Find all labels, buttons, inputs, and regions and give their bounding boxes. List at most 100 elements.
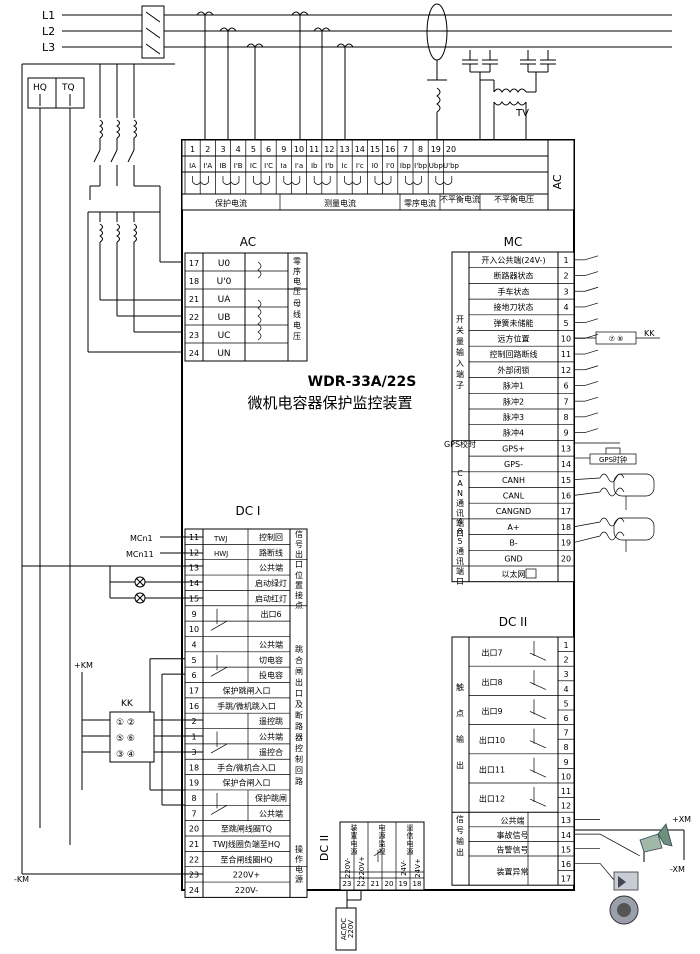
mc-row-num: 10 (561, 335, 571, 344)
dc1-row-label: TWJ线圈负端至HQ (212, 839, 280, 849)
ac-top-terminal-label: I'bp (414, 162, 427, 170)
ac-top-terminal-num: 10 (294, 145, 304, 154)
dc1-row-label: 220V+ (233, 871, 260, 880)
mc-row-label: 脉冲2 (503, 396, 524, 406)
mc-group-gps: GPS校时 (444, 439, 476, 449)
mc-kk-contacts: ⑦ ⑧ (609, 335, 624, 343)
relay-contact-icon (529, 757, 547, 778)
ac-top-terminal-num: 9 (281, 145, 286, 154)
mc-row-label: 脉冲1 (503, 381, 524, 391)
ac-left-terminal-num: 23 (189, 331, 199, 340)
dc2-group-contact: 触点输出 (456, 682, 464, 770)
ac-top-terminal-label: I'A (203, 162, 212, 170)
dc2-group-signal: 信号输出 (456, 814, 464, 857)
ac-top-terminal-num: 4 (236, 145, 241, 154)
dc1-row-label: 手跳/微机跳入口 (217, 701, 276, 711)
ac-top-terminal-label: I'B (234, 162, 243, 170)
mc-row-num: 13 (561, 444, 571, 453)
mc-row-num: 14 (561, 460, 571, 469)
ac-left-terminal-num: 21 (189, 295, 199, 304)
kk-contact-1-2: ① ② (116, 718, 135, 728)
ac-left-terminal-label: UA (218, 295, 232, 305)
dc2b-terminal-label: 24V+ (414, 858, 422, 878)
ac-top-terminal-label: I'c (356, 162, 364, 170)
mc-row-label: CANH (502, 476, 525, 485)
mcn1-label: MCn1 (130, 534, 153, 543)
alarm-bell-icon (609, 871, 639, 925)
dc1-terminal-num: 18 (189, 763, 199, 772)
terminal-coil-icon (344, 176, 361, 185)
mc-row-num: 5 (563, 319, 568, 328)
dc1-terminal-num: 1 (191, 733, 196, 742)
dc1-row-label: 路断线 (259, 547, 283, 557)
dc1-hwj-label: HWJ (214, 550, 228, 558)
ac-top-terminal-num: 7 (403, 145, 408, 154)
ac-top-terminal-label: Ibp (400, 162, 412, 170)
ac-left-terminal-num: 17 (189, 259, 199, 268)
relay-contact-icon (529, 728, 547, 749)
dc1-row-label: 至跳闸线圈TQ (221, 824, 272, 834)
terminal-coil-icon (192, 176, 209, 185)
dc2-signal-label: 公共端 (501, 816, 525, 826)
terminal-coil-icon (253, 176, 270, 185)
ac-left-group-zero-voltage: 零序电压 (293, 257, 301, 296)
terminal-coil-icon (374, 176, 392, 185)
tq-label: TQ (61, 83, 75, 93)
alarm-horn-icon (639, 823, 673, 862)
dc2-terminal-num: 7 (563, 729, 568, 738)
dc1-terminal-num: 2 (191, 717, 196, 726)
dc2-terminal-num: 11 (561, 787, 571, 796)
dc1-row-label: 启动红灯 (255, 593, 287, 603)
relay-contact-icon (529, 670, 547, 690)
dc1-row-label: 公共端 (259, 563, 283, 573)
ct-coil (116, 119, 120, 139)
bus-bars: L1 L2 L3 (42, 3, 672, 140)
dc1-terminal-num: 19 (189, 779, 199, 788)
kk-switch-label: KK (121, 699, 134, 709)
dc1-row-label: 公共端 (259, 732, 283, 742)
relay-contact-icon (529, 699, 547, 720)
mc-group-switch-input: 开关量输入端子 (456, 315, 464, 390)
dc2-terminal-num: 14 (561, 831, 571, 840)
dc2b-terminal-num: 19 (399, 880, 408, 888)
dc1-row-label: 保护跳闸 (255, 793, 287, 803)
ac-top-terminal-num: 14 (355, 145, 365, 154)
ac-top-terminal-num: 5 (251, 145, 256, 154)
dc2b-terminal-num: 18 (413, 880, 422, 888)
dc2b-terminal-num: 23 (343, 880, 352, 888)
mc-row-label: GPS+ (502, 444, 525, 453)
mcn11-label: MCn11 (126, 550, 154, 559)
dc1-terminal-num: 15 (189, 594, 199, 603)
ethernet-port-icon (525, 568, 537, 579)
ac-top-terminal-label: IB (220, 162, 227, 170)
kk-switch (109, 711, 155, 763)
dc1-title: DC I (236, 504, 261, 518)
ac-left-terminal-num: 18 (189, 277, 199, 286)
dc2-output-label: 出口10 (479, 735, 505, 745)
ac-top-group-label: 不平衡电流 (440, 194, 480, 204)
ac-top-terminal-label: I'0 (386, 162, 394, 170)
mc-row-label: 开入公共端(24V-) (481, 255, 545, 265)
dc1-row-label: 切电容 (259, 655, 283, 665)
bus-l1-label: L1 (42, 9, 55, 22)
dc2-terminal-num: 9 (563, 758, 568, 767)
external-elements: MCn1 MCn11 +KM -KM KK ① ② ⑤ ⑥ ③ ④ +XM -X… (14, 473, 691, 925)
can-cable-icon (599, 473, 655, 510)
dc1-row-label: 启动绿灯 (255, 578, 287, 588)
terminal-coil-icon (435, 176, 453, 185)
mc-row-num: 8 (563, 413, 568, 422)
dc1-terminal-num: 4 (191, 640, 196, 649)
dc1-group-signal: 信号出口 (295, 529, 303, 569)
plus-km-label: +KM (74, 661, 93, 670)
dc2b-group-label: 遥信电源 (407, 823, 414, 856)
plus-xm-label: +XM (672, 815, 691, 824)
acdc-label: AC/DC (340, 918, 348, 940)
dc2b-terminal-label: 24V- (400, 860, 408, 876)
mc-row-num: 1 (563, 256, 568, 265)
ac-top-terminal-label: I0 (372, 162, 379, 170)
acdc-voltage: 220V (347, 920, 355, 938)
ac-top-group-label: 保护电流 (215, 198, 247, 208)
dc1-row-label: 出口6 (260, 609, 281, 619)
ac-left-terminal-label: U'0 (217, 277, 232, 287)
